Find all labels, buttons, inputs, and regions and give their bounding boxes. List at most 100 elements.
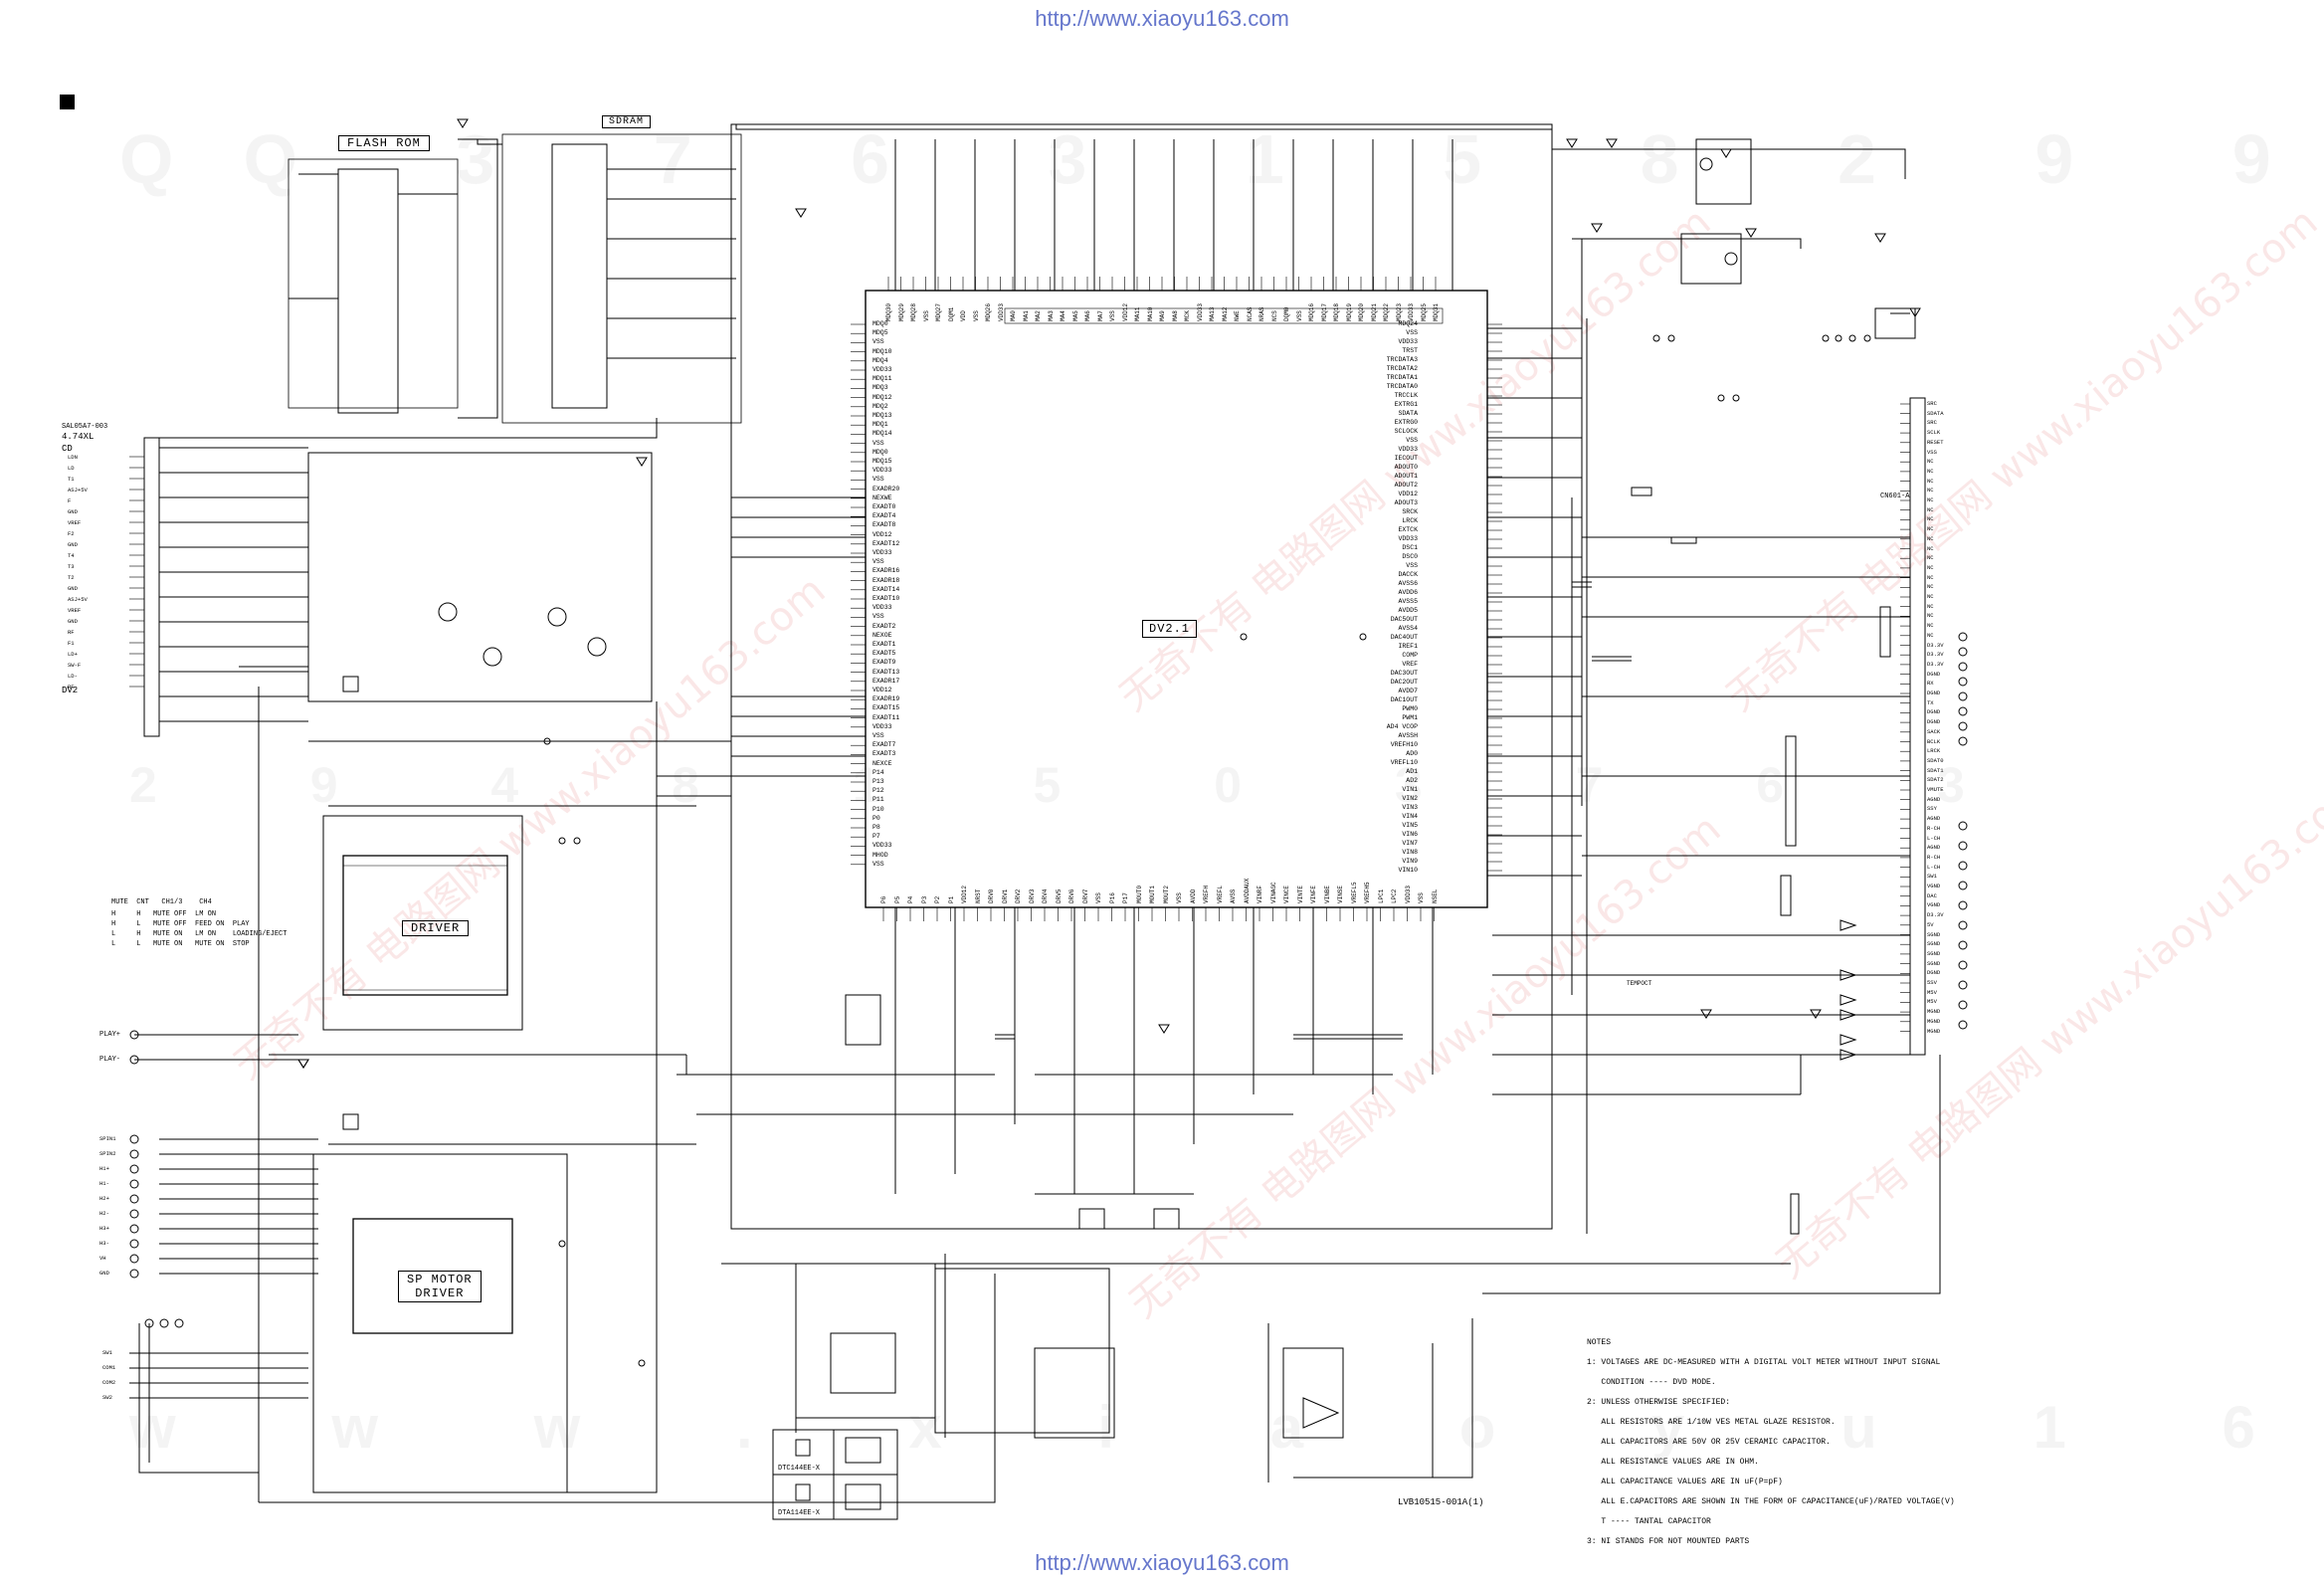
main-ic-pin-label: MDQ16: [1308, 302, 1315, 321]
motor-pin-label: H2+: [99, 1195, 109, 1202]
main-ic-pin-label: VDD33: [872, 366, 892, 373]
drawing-number: LVB10515-001A(1): [1398, 1497, 1484, 1507]
right-connector-pin-label: VMUTE: [1927, 786, 1944, 793]
main-ic-pin-label: VDD12: [1121, 302, 1129, 321]
right-connector-pin-label: SACK: [1927, 727, 1941, 735]
main-ic-pin-label: VINCE: [1283, 885, 1290, 903]
main-ic-pin-label: DRV6: [1068, 889, 1075, 903]
right-connector-pin-label: SRC: [1927, 400, 1937, 407]
motor-pin-label: H3-: [99, 1240, 109, 1247]
right-connector-pin-label: NC: [1927, 534, 1934, 542]
source-url-top: http://www.xiaoyu163.com: [1035, 6, 1289, 31]
pickup-pin-label: T1: [68, 476, 75, 483]
right-connector-pin-label: SGND: [1927, 959, 1941, 967]
main-ic-pin-label: EXADR16: [872, 567, 900, 575]
main-ic-pin-label: MDQ26: [985, 302, 992, 321]
main-ic-pin-label: EXADR19: [872, 695, 900, 703]
right-connector-pin-label: NC: [1927, 544, 1934, 552]
right-connector-pin-label: DGND: [1927, 969, 1941, 977]
right-connector-pin-label: R-CH: [1927, 853, 1941, 861]
main-ic-pin-label: TRCCLK: [1394, 392, 1418, 399]
main-ic-pin-label: AD0: [1406, 750, 1418, 757]
main-ic-pin-label: P17: [1122, 892, 1129, 903]
main-ic-pin-label: VDD: [960, 310, 967, 321]
pickup-pin-label: ASJ+5V: [68, 487, 88, 494]
pickup-connector-cd: CD: [62, 444, 73, 454]
main-ic-pin-label: AVDD5: [1398, 607, 1418, 614]
main-ic-pin-label: VSS: [872, 613, 884, 621]
right-connector-pin-label: DGND: [1927, 718, 1941, 726]
right-connector-pin-label: SGND: [1927, 930, 1941, 938]
pickup-pin-label: GND: [68, 618, 78, 625]
main-ic-pin-label: VDD33: [872, 549, 892, 556]
main-ic-pin-label: DAC5OUT: [1390, 616, 1418, 623]
main-ic-pin-label: NSEL: [1431, 889, 1439, 903]
right-connector-pin-label: NC: [1927, 467, 1934, 475]
main-ic-pin-label: VINFE: [1310, 885, 1317, 903]
right-connector-pin-label: DGND: [1927, 690, 1941, 696]
main-ic-pin-label: P12: [872, 787, 884, 795]
right-connector-pin-label: NC: [1927, 496, 1934, 503]
right-connector-pin-label: AGND: [1927, 815, 1941, 823]
main-ic-pin-label: EXADT14: [872, 585, 900, 593]
main-ic-pin-label: MA13: [1209, 306, 1216, 321]
sp-motor-label-line1: SP MOTOR: [407, 1273, 473, 1286]
right-connector-pin-label: R-CH: [1927, 824, 1941, 832]
main-ic-pin-label: EXADT10: [872, 595, 900, 602]
right-connector-pin-label: SDAT0: [1927, 756, 1944, 764]
pickup-pin-label: VREF: [68, 607, 82, 614]
main-ic-pin-label: MOUT1: [1149, 885, 1156, 903]
pickup-pin-label: SW-F: [68, 662, 82, 669]
right-connector-pin-label: NC: [1927, 458, 1934, 466]
main-ic-pin-label: MDQ29: [897, 302, 905, 321]
right-connector-pin-label: SRC: [1927, 419, 1937, 427]
main-ic-pin-label: PWM1: [1402, 714, 1418, 721]
main-ic-pin-label: MDQ27: [935, 302, 942, 321]
mute-table-header: MUTE CNT CH1/3 CH4: [111, 898, 212, 906]
right-connector-pin-label: DGND: [1927, 708, 1941, 716]
watermark-row2: 2 9 4 8 1 5 0 3 7 6 3: [129, 756, 2034, 814]
main-ic-pin-label: MCK: [1184, 310, 1191, 321]
main-ic-pin-label: EXADT0: [872, 503, 896, 510]
pickup-pin-label: VREF: [68, 519, 82, 526]
main-ic-pin-label: VDD33: [997, 302, 1005, 321]
right-connector-pin-label: L-CH: [1927, 863, 1941, 871]
motor-pin-label: SPIN1: [99, 1135, 116, 1142]
source-url-bottom: http://www.xiaoyu163.com: [1035, 1550, 1289, 1575]
note-1a: 1: VOLTAGES ARE DC-MEASURED WITH A DIGIT…: [1587, 1358, 1941, 1367]
pickup-pin-label: T3: [68, 563, 75, 570]
main-ic-pin-label: AVDD6: [1398, 589, 1418, 596]
right-connector-pin-label: SDAT2: [1927, 776, 1944, 784]
main-ic-pin-label: VREFL10: [1390, 759, 1418, 766]
main-ic-pin-label: MDQ10: [872, 347, 892, 355]
right-connector-pin-label: M5V: [1927, 988, 1937, 996]
right-connector-pin-label: NC: [1927, 487, 1934, 494]
main-ic-pin-label: VREF: [1402, 661, 1418, 668]
main-ic-pin-label: IECOUT: [1394, 455, 1418, 462]
main-ic-pin-label: VDD33: [1404, 885, 1412, 903]
main-ic-pin-label: VIN8: [1402, 849, 1418, 856]
sdram-ic: [551, 143, 608, 409]
right-connector-pin-label: NC: [1927, 525, 1934, 533]
main-ic-pin-label: VDD12: [872, 687, 892, 693]
main-ic-pin-label: VSS: [922, 310, 930, 321]
main-ic-pin-label: MDQ25: [1420, 302, 1428, 321]
right-connector-pin-label: 5SV: [1927, 979, 1937, 986]
right-connector-pin-label: DGND: [1927, 670, 1941, 678]
main-ic-pin-label: DRV7: [1081, 889, 1089, 903]
main-ic-pin-label: AVSS: [1230, 889, 1237, 903]
main-ic-pin-label: VDD12: [1398, 491, 1418, 497]
right-connector-pin-label: SGND: [1927, 940, 1941, 948]
main-ic-pin-label: MDQ24: [1398, 320, 1418, 327]
right-connector-pin-label: SDATA: [1927, 409, 1944, 417]
main-ic-pin-label: VDD33: [1196, 302, 1204, 321]
main-ic-pin-label: AD2: [1406, 777, 1418, 784]
main-ic-pin-label: P0: [872, 814, 880, 822]
main-ic-pin-label: ADOUT1: [1394, 473, 1418, 480]
main-ic-pin-label: AVDDAUX: [1243, 878, 1251, 903]
main-ic-pin-label: VSS: [1406, 437, 1418, 444]
main-ic-pin-label: VSS: [1095, 892, 1102, 903]
main-ic-pin-label: VREFL5: [1350, 882, 1358, 903]
main-ic-pin-label: VINAGC: [1269, 882, 1277, 903]
